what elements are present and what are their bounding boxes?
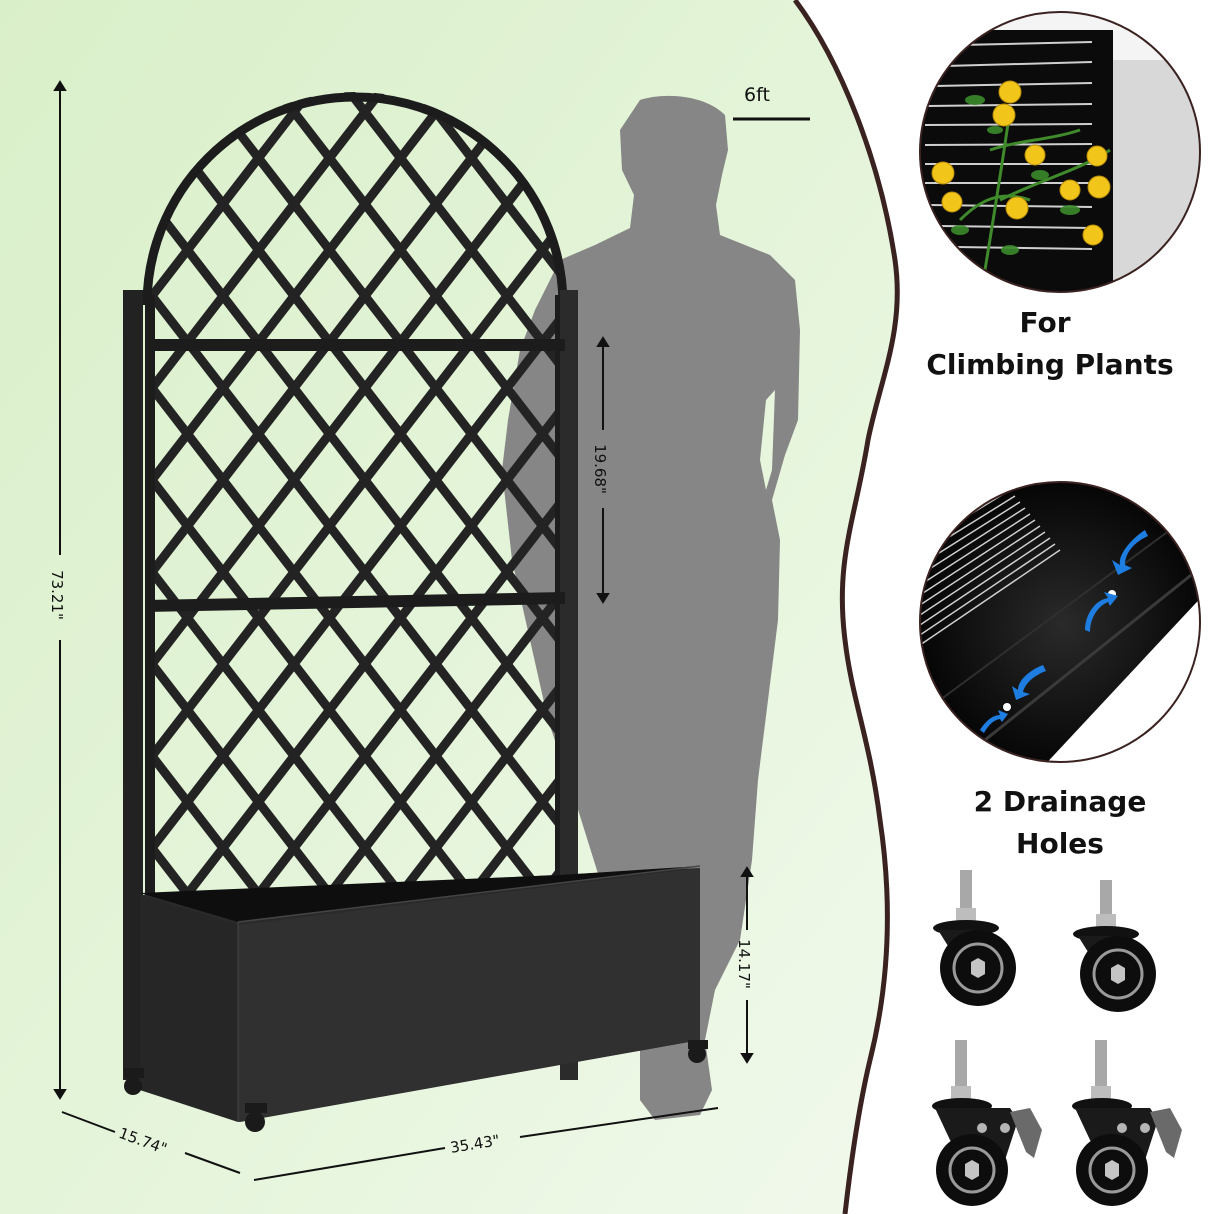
feature-drainage-line2: Holes xyxy=(1016,827,1104,860)
caster-swivel xyxy=(933,870,1016,1006)
caster-with-brake xyxy=(932,1040,1042,1206)
caster-swivel xyxy=(1073,880,1156,1012)
feature-drainage-line1: 2 Drainage xyxy=(973,785,1147,818)
caster-with-brake xyxy=(1072,1040,1182,1206)
caster xyxy=(124,1040,708,1132)
person-height-label: 6ft xyxy=(744,84,770,106)
feature-climbing-line1: For xyxy=(1019,306,1071,339)
feature-climbing-line2: Climbing Plants xyxy=(926,348,1174,381)
